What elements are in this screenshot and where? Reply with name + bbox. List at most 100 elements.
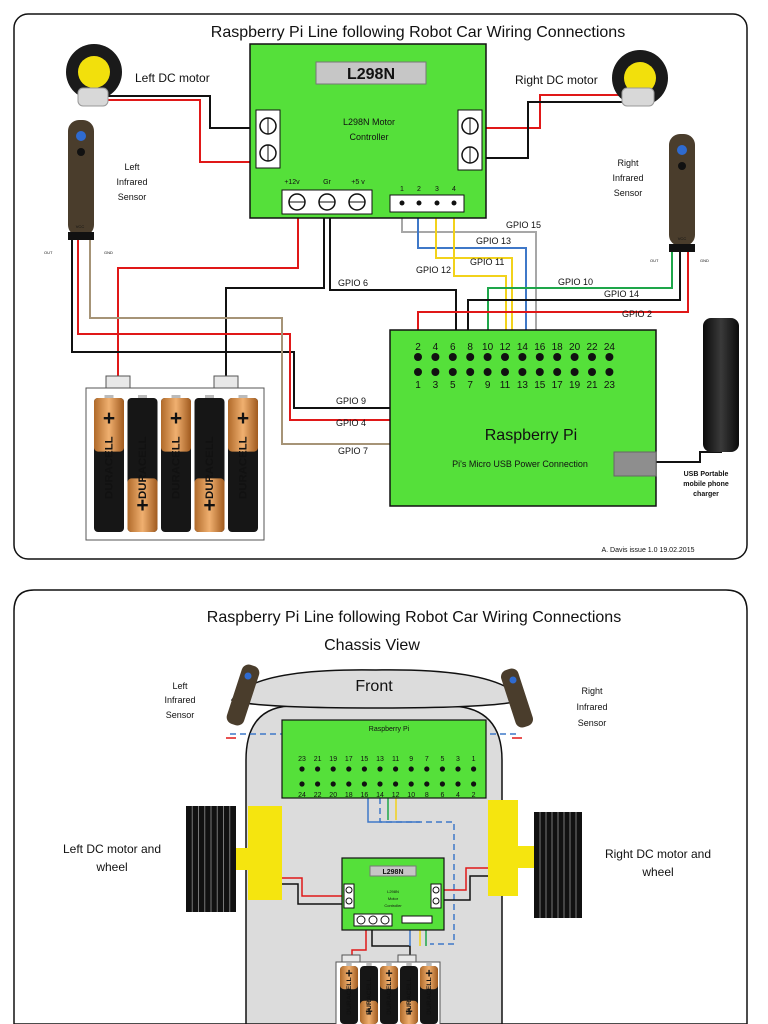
svg-text:+: +: [136, 494, 148, 517]
battery-cell: DURACELL+: [340, 963, 358, 1024]
left-sensor-label: Left: [124, 162, 140, 172]
pin-number: 19: [569, 380, 581, 391]
gpio-pin: [448, 368, 457, 376]
svg-text:+: +: [345, 967, 352, 981]
pin-number: 22: [314, 792, 322, 799]
front-label: Front: [355, 678, 393, 695]
svg-text:+: +: [103, 407, 115, 430]
pin-number: 17: [552, 380, 564, 391]
input-pin-label: 4: [452, 186, 456, 193]
battery-cell: DURACELL+: [228, 395, 258, 532]
l298n-name: Controller: [349, 132, 388, 142]
gpio-pin: [377, 766, 383, 772]
l298n-name: L298N: [387, 889, 399, 894]
svg-text:+: +: [365, 1004, 372, 1018]
gpio-pin: [501, 368, 509, 376]
pin-number: 9: [409, 756, 413, 763]
panel-title: Raspberry Pi Line following Robot Car Wi…: [211, 24, 625, 41]
left-sensor-label: Infrared: [116, 177, 147, 187]
gpio-pin: [466, 368, 475, 376]
pin-number: 9: [485, 380, 491, 391]
gpio-label: GPIO 14: [604, 289, 639, 299]
micro-usb-port: [613, 451, 657, 477]
gpio-labels: GPIO 15 GPIO 13 GPIO 11 GPIO 12 GPIO 6 G…: [336, 220, 652, 456]
battery-brand: DURACELL: [204, 436, 216, 499]
pin-number: 3: [456, 756, 460, 763]
pin-number: 21: [314, 756, 322, 763]
pin-number: 7: [467, 380, 473, 391]
svg-text:+: +: [170, 407, 182, 430]
battery-brand: DURACELL: [137, 436, 149, 499]
pin-number: 20: [569, 342, 581, 353]
gpio-pin: [501, 353, 509, 361]
pin-number: 1: [415, 380, 421, 391]
pin-number: 20: [329, 792, 337, 799]
battery-terminal: [213, 375, 239, 389]
input-pin-label: 2: [417, 186, 421, 193]
battery-pack: DURACELL+DURACELL+DURACELL+DURACELL+DURA…: [85, 375, 265, 541]
pin-number: 3: [433, 380, 439, 391]
pin-number: 17: [345, 756, 353, 763]
gpio-pin: [471, 781, 477, 787]
gpio-pin: [299, 766, 305, 772]
gpio-pin: [518, 353, 527, 361]
left-sensor-label: Sensor: [118, 192, 147, 202]
credit: A. Davis issue 1.0 19.02.2015: [601, 547, 694, 554]
gpio-pin: [553, 368, 562, 376]
pin-number: 14: [517, 342, 529, 353]
gpio-pin: [570, 368, 579, 376]
gpio-pin: [431, 353, 440, 361]
pin-number: 23: [604, 380, 616, 391]
right-dc-motor: Right DC motor: [515, 50, 668, 107]
out-pin-label: OUT: [44, 250, 53, 255]
wire-right-motor-red: [486, 94, 625, 129]
right-motor: [488, 800, 518, 896]
pin-number: 10: [482, 342, 494, 353]
left-sensor-label: Sensor: [166, 710, 195, 720]
gpio-pin: [605, 353, 614, 361]
gpio-pin: [448, 353, 457, 361]
pin-number: 2: [472, 792, 476, 799]
gpio-pin: [588, 368, 596, 376]
battery-cell: DURACELL+: [194, 395, 225, 532]
battery-brand: DURACELL: [171, 436, 183, 499]
wire-right-motor-black: [486, 101, 625, 159]
right-sensor-label: Right: [581, 686, 603, 696]
gpio-pin: [439, 766, 445, 772]
svg-text:+: +: [425, 967, 432, 981]
pin-number: 6: [450, 342, 456, 353]
l298n-name: L298N Motor: [343, 117, 395, 127]
terminal-label: Gr: [323, 179, 331, 186]
gpio-pin: [424, 766, 430, 772]
pin-number: 5: [450, 380, 456, 391]
gpio-label: GPIO 13: [476, 236, 511, 246]
gpio-pin: [361, 766, 367, 772]
right-sensor-label: Right: [617, 158, 639, 168]
gpio-pin: [535, 353, 544, 361]
pin-number: 18: [345, 792, 353, 799]
gpio-pin: [299, 781, 305, 787]
gpio-pin: [483, 368, 492, 376]
gpio-pin: [570, 353, 579, 361]
left-dc-motor: Left DC motor: [66, 44, 210, 107]
gpio-label: GPIO 7: [338, 446, 368, 456]
gpio-pin: [588, 353, 596, 361]
gpio-label: GPIO 6: [338, 278, 368, 288]
pi-power-label: Pi's Micro USB Power Connection: [452, 459, 588, 469]
wires: [71, 94, 722, 463]
usb-charger: USB Portable mobile phone charger: [683, 318, 739, 498]
left-motor-label: Left DC motor: [135, 71, 210, 85]
right-sensor-label: Sensor: [614, 188, 643, 198]
wire-gpio11: [435, 212, 513, 345]
pin-number: 12: [392, 792, 400, 799]
gpio-pin: [315, 766, 321, 772]
gpio-pin: [535, 368, 544, 376]
pin-number: 11: [500, 380, 511, 391]
pin-number: 16: [361, 792, 369, 799]
pi-name: Raspberry Pi: [369, 726, 410, 733]
wire-left-motor-black: [104, 95, 257, 129]
input-header: [389, 194, 465, 213]
pin-number: 8: [467, 342, 473, 353]
